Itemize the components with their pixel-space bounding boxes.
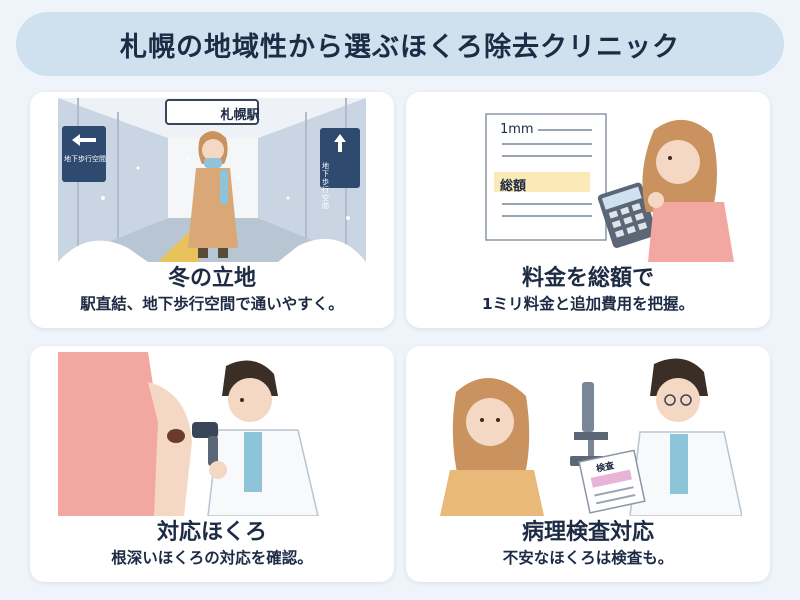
card-title: 対応ほくろ [156, 520, 267, 545]
card-subtitle: 1ミリ料金と追加費用を把握。 [481, 295, 695, 313]
price-unit-text: 1mm [500, 122, 534, 137]
card-winter-location: 札幌駅 地下歩行空間 地下歩行空間 冬の立地 駅直結、地下歩行空間で通いやすく。 [30, 92, 394, 328]
dermoscopy-illustration [58, 352, 366, 516]
page-title: 札幌の地域性から選ぶほくろ除去クリニック [16, 12, 784, 76]
card-subtitle: 不安なほくろは検査も。 [502, 549, 674, 567]
card-title: 料金を総額で [521, 266, 654, 291]
card-subtitle: 根深いほくろの対応を確認。 [111, 549, 313, 567]
card-mole-types: 対応ほくろ 根深いほくろの対応を確認。 [30, 346, 394, 582]
left-sign-text: 地下歩行空間 [64, 155, 106, 163]
right-sign-text: 地下歩行空間 [322, 162, 329, 210]
price-sheet-illustration [434, 98, 742, 262]
card-title: 病理検査対応 [521, 520, 654, 545]
card-subtitle: 駅直結、地下歩行空間で通いやすく。 [80, 295, 344, 313]
station-sign-text: 札幌駅 [220, 108, 260, 123]
total-label-text: 総額 [500, 179, 527, 194]
card-total-price: 1mm 総額 料金を総額で 1ミリ料金と追加費用を把握。 [406, 92, 770, 328]
underground-walkway-illustration [58, 98, 366, 262]
card-pathology-test: 検査 病理検査対応 不安なほくろは検査も。 [406, 346, 770, 582]
pathology-illustration [434, 352, 742, 516]
card-title: 冬の立地 [167, 266, 256, 291]
